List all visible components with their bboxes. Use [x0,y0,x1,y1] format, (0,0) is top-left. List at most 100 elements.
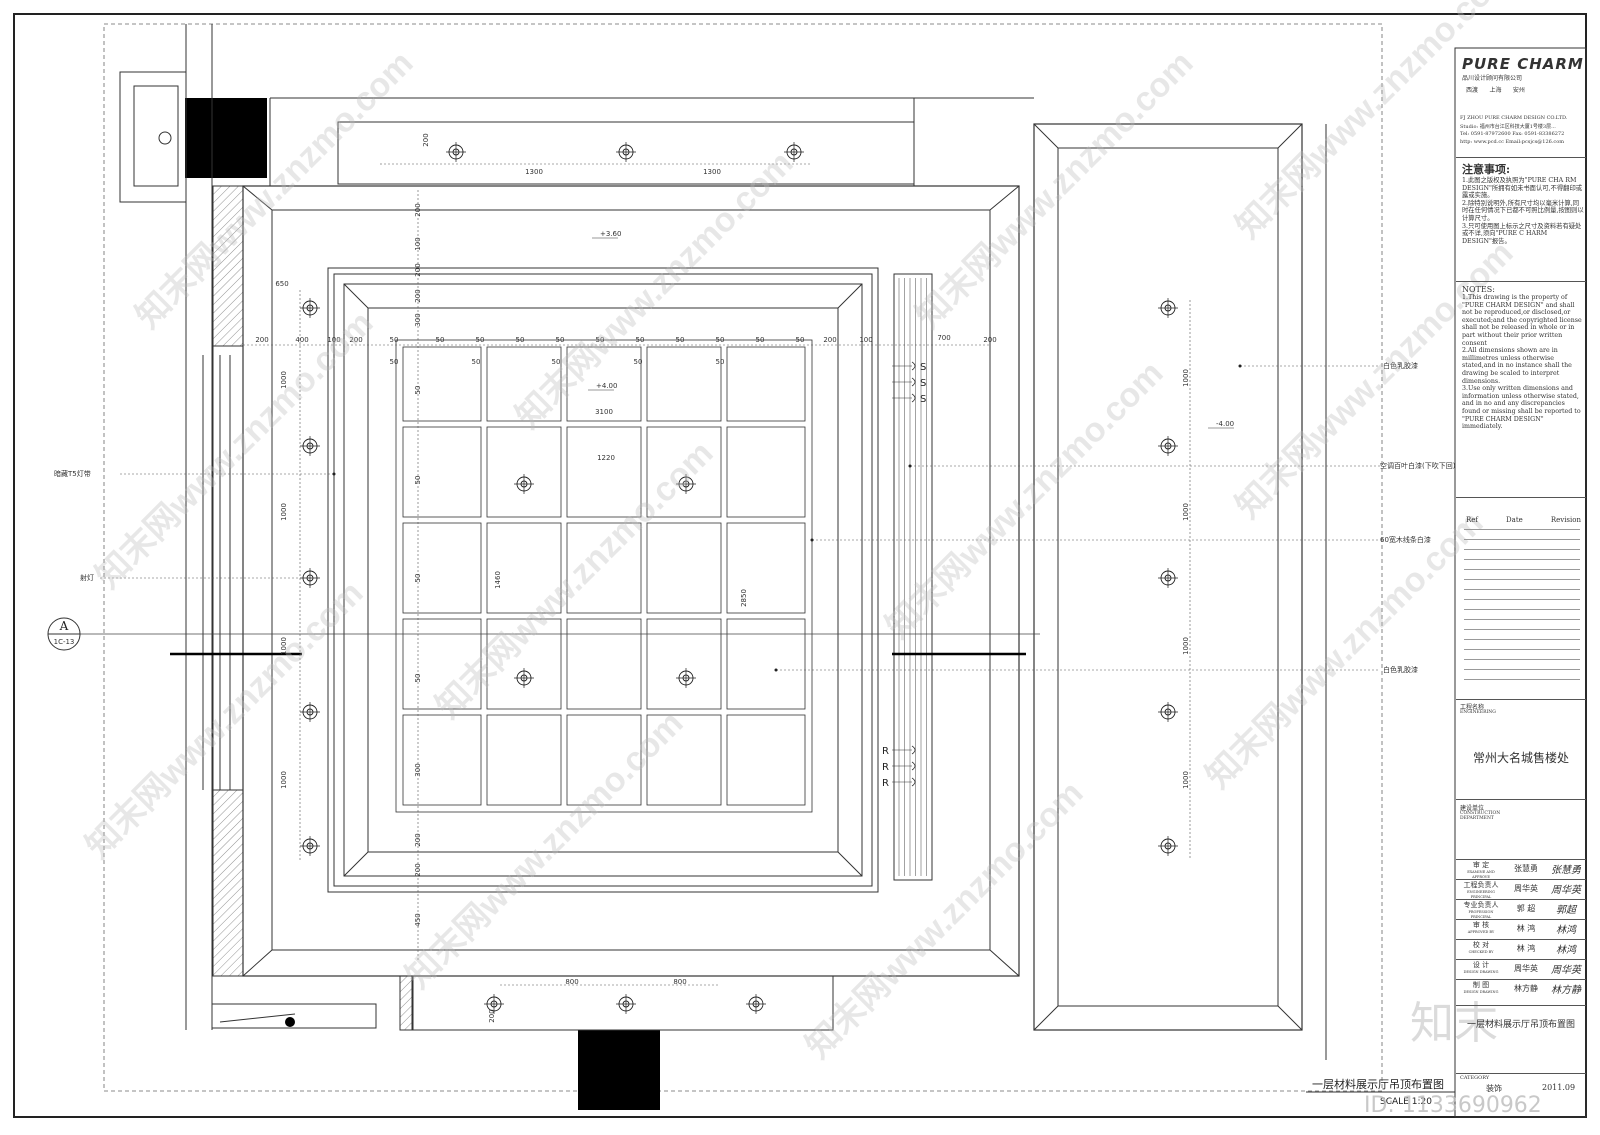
label-paint: 白色乳胶漆 [1383,361,1418,370]
label-paint: 白色乳胶漆 [1383,665,1418,674]
engineering-en: ENGINEERING [1460,710,1496,715]
dim-text: 1000 [280,503,288,521]
note-en: 1.This drawing is the property of "PURE … [1462,294,1582,347]
dim-text: 200 [414,289,422,302]
dim-text: 50 [414,674,422,683]
spot-light-icon [616,142,636,162]
drawing-title: 一层材料展示厅吊顶布置图 [1466,1020,1575,1030]
coffer-panel [402,714,482,806]
coffer-panel [726,618,806,710]
sig-name: 张慧勇 [1514,864,1538,873]
note-en: 2.All dimensions shown are in millimetre… [1462,347,1572,385]
spot-light-icon [676,668,696,688]
note-cn: 3.只可使用图上标示之尺寸及资料若有疑处或不详,须向"PURE C HARM D… [1462,222,1582,245]
dim-text: 800 [565,978,578,986]
spot-light-icon [784,142,804,162]
dim-text: 800 [673,978,686,986]
coffer-panel [646,522,722,614]
coffered-grid [395,339,813,813]
sig-handwriting: 林鸿 [1556,945,1576,956]
dim-text: 200 [983,336,996,344]
watermark-text: 知末网www.znzmo.com [1199,504,1491,796]
coffer-panel [646,714,722,806]
spot-light-icon [1158,702,1178,722]
dim-text: 1000 [1182,503,1190,521]
dim-text: 1000 [1182,369,1190,387]
dept-en: CONSTRUCTION DEPARTMENT [1460,811,1501,821]
coffer-panel [486,618,562,710]
dim-text: 50 [676,336,685,344]
return-grille-mark: R [882,746,889,757]
coffer-panel [566,714,642,806]
dim-text: 450 [414,913,422,926]
coffer-panel [566,522,642,614]
spot-light-icon [616,994,636,1014]
note-en: 3.Use only written dimensions and inform… [1462,385,1581,431]
dim-text: 1460 [494,571,502,589]
dim-text: 50 [596,336,605,344]
coffer-panel [486,522,562,614]
dim-text: 200 [414,263,422,276]
watermark-text: 知末网www.znzmo.com [909,44,1201,336]
drawing-date: 2011.09 [1542,1083,1576,1092]
dim-text: 1000 [280,637,288,655]
column-circle-icon [158,131,172,145]
dim-text: 200 [422,133,430,146]
sig-handwriting: 张慧勇 [1551,865,1581,876]
supply-grille-mark: S [920,362,926,373]
dim-text: 300 [414,763,422,776]
rev-col: Revision [1550,516,1581,524]
rev-col: Ref [1466,516,1479,524]
spot-light-icon [514,474,534,494]
watermark-text: 知末网www.znzmo.com [89,304,381,596]
sig-handwriting: 林鸿 [1556,925,1576,936]
spot-light-icon [300,836,320,856]
coffer-panel [402,426,482,518]
structural-column [185,98,267,178]
dim-text: 50 [414,476,422,485]
supply-grille-mark: S [920,378,926,389]
dim-text: 300 [414,313,422,326]
revision-header: Ref Date Revision [1466,516,1581,524]
dim-text: 50 [796,336,805,344]
dim-text: 100 [859,336,872,344]
sig-handwriting: 郭超 [1556,905,1576,916]
spot-light-icon [746,994,766,1014]
label-wood-strip: 60宽木线条白漆 [1380,535,1431,544]
level-mark: -4.00 [1216,420,1234,428]
watermark-text: 知末网www.znzmo.com [129,44,421,336]
dim-text: 1300 [525,168,543,176]
engineering-cn: 工程名称 [1460,704,1485,711]
sig-handwriting: 周华英 [1551,965,1581,976]
dim-text: 200 [414,833,422,846]
return-grille-mark: R [882,778,889,789]
sig-handwriting: 周华英 [1551,885,1581,896]
spot-light-icon [1158,436,1178,456]
dim-text: 200 [349,336,362,344]
dim-text: 1000 [280,771,288,789]
coffer-panel [726,346,806,422]
scale-caption: SCALE 1:20 [1380,1097,1432,1107]
dim-text: 50 [390,358,399,366]
coffer-panel [486,426,562,518]
sig-name: 林 鸿 [1516,944,1536,953]
dim-text: 200 [414,863,422,876]
spot-light-icon [1158,298,1178,318]
spot-light-icon [514,668,534,688]
dim-text: 650 [275,280,288,288]
spot-light-icon [1158,568,1178,588]
dim-text: 50 [716,336,725,344]
section-ref: 1C-13 [54,638,75,646]
watermark-text: 知末网www.znzmo.com [429,434,721,726]
spot-light-icon [300,568,320,588]
